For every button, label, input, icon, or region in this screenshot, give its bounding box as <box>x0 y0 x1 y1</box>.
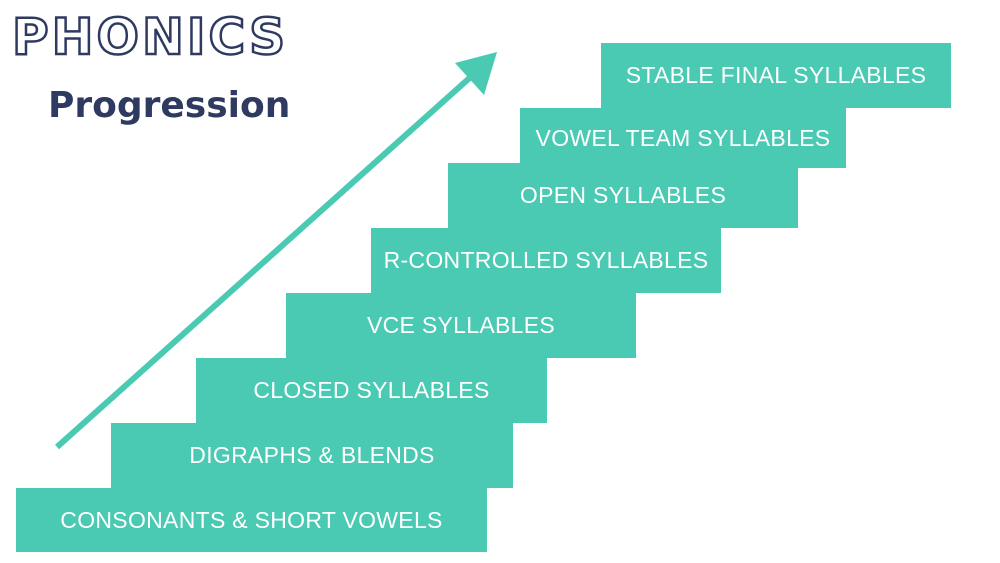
step-open-syllables: OPEN SYLLABLES <box>448 163 798 228</box>
step-closed-syllables: CLOSED SYLLABLES <box>196 358 547 423</box>
arrow-shaft <box>54 71 477 450</box>
progression-subtitle: Progression <box>48 85 291 126</box>
step-r-controlled-syllables: R-CONTROLLED SYLLABLES <box>371 228 721 293</box>
step-vowel-team-syllables: VOWEL TEAM SYLLABLES <box>520 108 846 168</box>
step-consonants-short-vowels: CONSONANTS & SHORT VOWELS <box>16 488 487 552</box>
phonics-title: PHONICS <box>11 8 289 66</box>
step-vce-syllables: VCE SYLLABLES <box>286 293 636 358</box>
arrow-head <box>455 52 497 95</box>
step-stable-final-syllables: STABLE FINAL SYLLABLES <box>601 43 951 108</box>
step-digraphs-blends: DIGRAPHS & BLENDS <box>111 423 513 488</box>
